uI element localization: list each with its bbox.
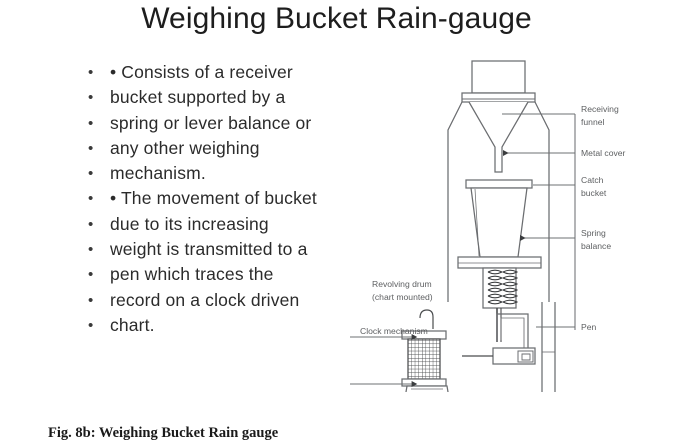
list-item: • • The movement of bucket <box>84 186 384 211</box>
list-item-label: • The movement of bucket <box>110 188 317 209</box>
list-item-label: bucket supported by a <box>110 87 286 108</box>
clock-mechanism-label-group: Clock mechanism <box>360 325 490 338</box>
list-item: • • Consists of a receiver <box>84 60 384 85</box>
label-spring-balance-line2: balance <box>581 241 611 251</box>
bullet-marker-icon: • <box>88 190 94 208</box>
list-item: • spring or lever balance or <box>84 111 384 136</box>
bullet-marker-icon: • <box>88 291 94 309</box>
list-item-label: pen which traces the <box>110 264 274 285</box>
list-item-label: weight is transmitted to a <box>110 239 308 260</box>
bullet-marker-icon: • <box>88 241 94 259</box>
list-item: • record on a clock driven <box>84 288 384 313</box>
list-item: • bucket supported by a <box>84 85 384 110</box>
revolving-drum <box>401 309 447 387</box>
gauge-rim-band <box>461 92 536 103</box>
bullet-marker-icon: • <box>88 64 94 81</box>
label-receiving-funnel-line1: Receiving <box>581 104 619 114</box>
bullet-marker-icon: • <box>88 215 94 233</box>
clock-mechanism-label-line1: Clock mechanism <box>360 326 428 336</box>
bullet-marker-icon: • <box>88 165 94 183</box>
list-item: • pen which traces the <box>84 262 384 287</box>
list-item: • any other weighing <box>84 136 384 161</box>
label-spring-balance-line1: Spring <box>581 228 606 238</box>
bullet-marker-icon: • <box>88 316 94 334</box>
revolving-drum-label-line2: (chart mounted) <box>372 291 433 302</box>
bucket-support-platform <box>457 256 542 269</box>
list-item-label: record on a clock driven <box>110 289 300 310</box>
list-item: • due to its increasing <box>84 212 384 237</box>
diagram-labels-right: Receiving funnel Metal cover Catch bucke… <box>581 104 626 332</box>
clock-mechanism-box <box>405 385 449 392</box>
revolving-drum-label-group: Revolving drum (chart mounted) <box>372 278 492 303</box>
label-receiving-funnel-line2: funnel <box>581 117 605 127</box>
catch-bucket-shape <box>465 179 533 258</box>
gauge-top-collar <box>471 60 526 94</box>
gauge-outer-shell <box>447 101 550 302</box>
support-post <box>541 302 556 392</box>
bullet-marker-icon: • <box>88 139 94 157</box>
rain-gauge-diagram: Receiving funnel Metal cover Catch bucke… <box>350 52 673 392</box>
list-item-label: mechanism. <box>110 163 206 184</box>
label-pen: Pen <box>581 322 597 332</box>
list-item-label: any other weighing <box>110 137 260 158</box>
list-item: • mechanism. <box>84 161 384 186</box>
label-catch-bucket-line2: bucket <box>581 188 607 198</box>
bullet-marker-icon: • <box>88 114 94 132</box>
bullet-marker-icon: • <box>88 89 94 107</box>
list-item-label: chart. <box>110 314 155 335</box>
pen-arm-assembly <box>462 313 536 365</box>
bullet-marker-icon: • <box>88 266 94 284</box>
bullet-list: • • Consists of a receiver • bucket supp… <box>84 60 384 338</box>
page-title: Weighing Bucket Rain-gauge <box>141 2 532 35</box>
revolving-drum-label-line1: Revolving drum <box>372 279 432 289</box>
list-item-label: spring or lever balance or <box>110 112 312 133</box>
label-metal-cover: Metal cover <box>581 148 626 158</box>
list-item-label: • Consists of a receiver <box>110 62 293 82</box>
list-item: • weight is transmitted to a <box>84 237 384 262</box>
spring-coil <box>487 269 519 305</box>
list-item-label: due to its increasing <box>110 213 269 234</box>
label-catch-bucket-line1: Catch <box>581 175 604 185</box>
figure-caption: Fig. 8b: Weighing Bucket Rain gauge <box>48 425 279 441</box>
list-item: • chart. <box>84 313 384 338</box>
receiving-funnel-shape <box>468 101 529 173</box>
